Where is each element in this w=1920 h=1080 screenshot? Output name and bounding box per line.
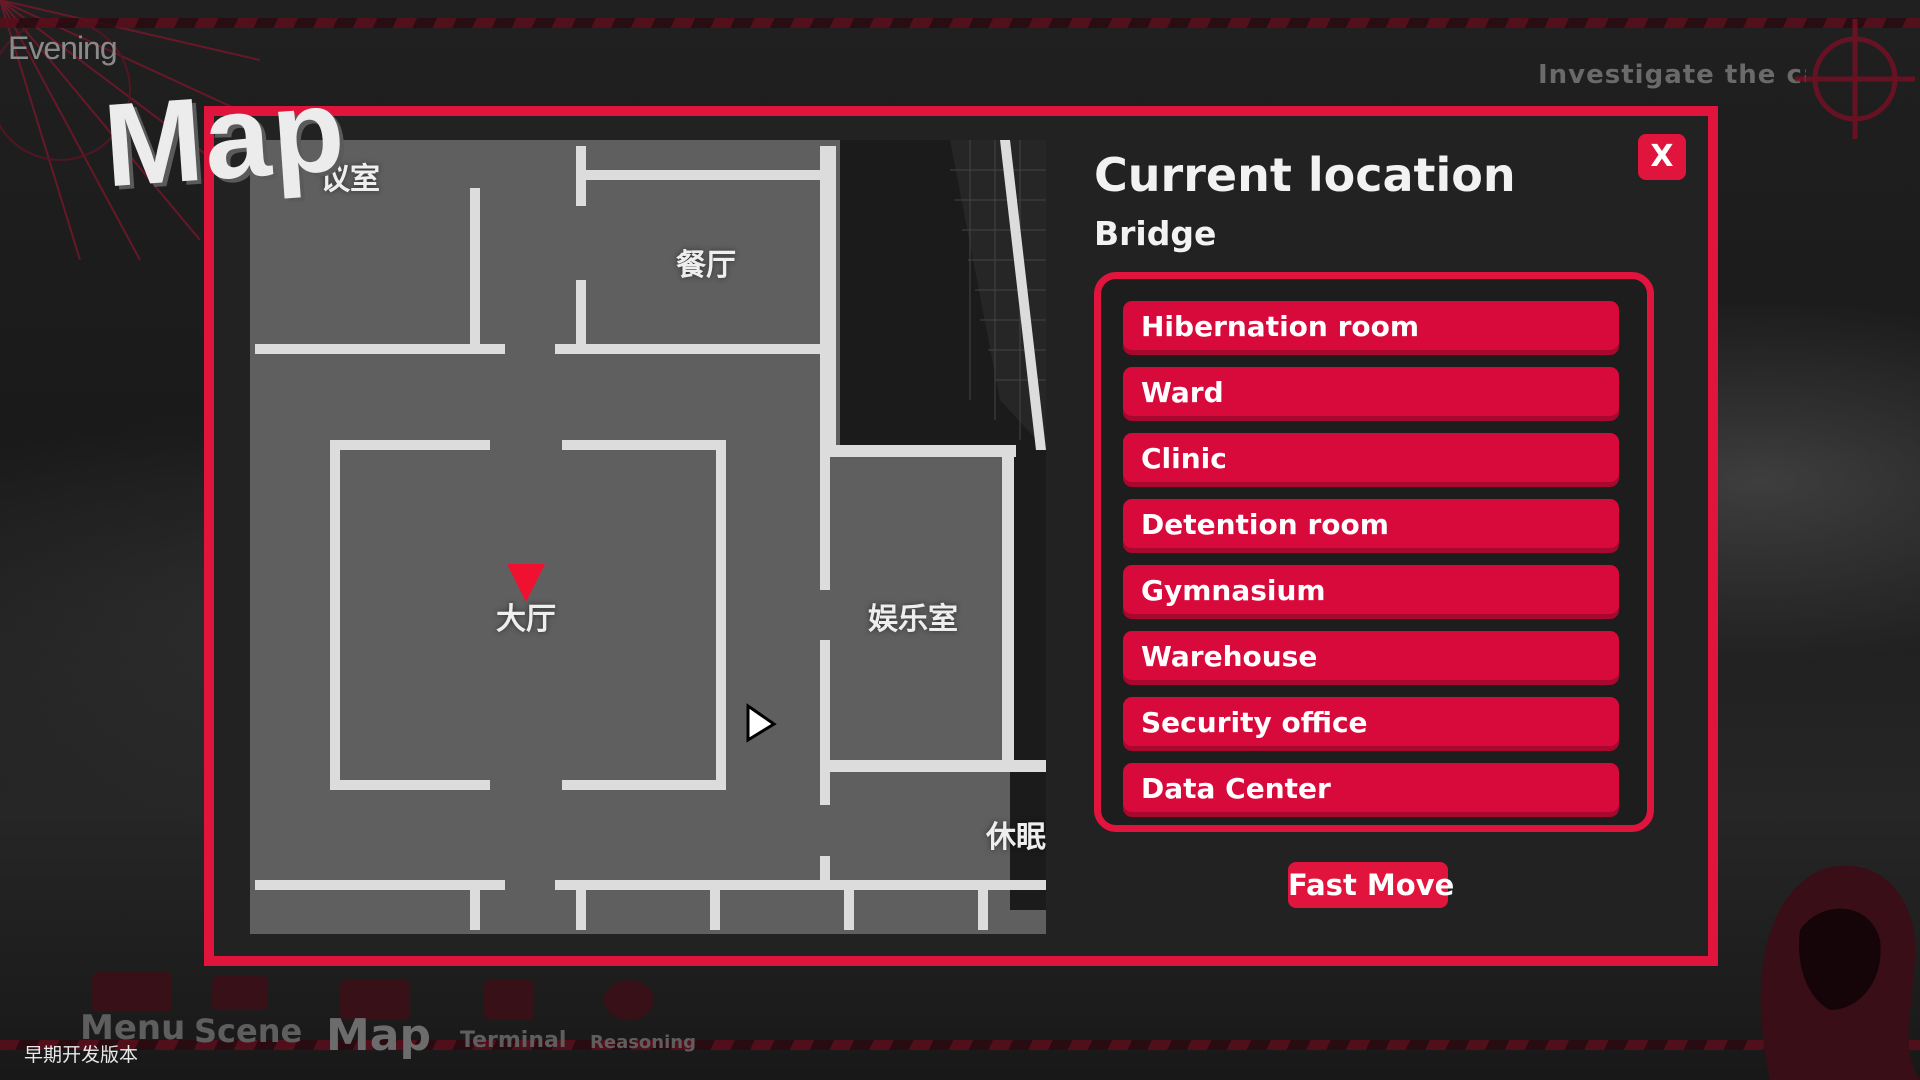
- destination-ward[interactable]: Ward: [1123, 367, 1619, 421]
- menu-button[interactable]: Menu: [80, 1008, 186, 1048]
- map-icon: [340, 980, 410, 1020]
- reasoning-icon: [604, 980, 654, 1020]
- destination-clinic[interactable]: Clinic: [1123, 433, 1619, 487]
- bottom-menu-bar: Menu Scene Map Terminal Reasoning: [0, 960, 760, 1080]
- early-access-version-note: 早期开发版本: [24, 1044, 139, 1066]
- player-location-marker-icon: [507, 564, 545, 602]
- room-label-main-hall: 大厅: [496, 602, 556, 637]
- destination-data-center[interactable]: Data Center: [1123, 763, 1619, 817]
- current-location-value: Bridge: [1094, 214, 1217, 253]
- reasoning-button[interactable]: Reasoning: [590, 1032, 696, 1053]
- destination-warehouse[interactable]: Warehouse: [1123, 631, 1619, 685]
- menu-icon: [92, 972, 172, 1012]
- fast-move-button[interactable]: Fast Move: [1288, 862, 1454, 908]
- current-location-heading: Current location: [1094, 148, 1516, 202]
- objective-text: Investigate the cas: [1538, 60, 1806, 90]
- destination-hibernation-room[interactable]: Hibernation room: [1123, 301, 1619, 355]
- destination-security-office[interactable]: Security office: [1123, 697, 1619, 751]
- floor-plan-map[interactable]: 议室 餐厅 大厅 娱乐室 休眠: [250, 140, 1046, 934]
- scene-icon: [212, 976, 268, 1010]
- map-button[interactable]: Map: [326, 1010, 431, 1061]
- destination-gymnasium[interactable]: Gymnasium: [1123, 565, 1619, 619]
- mouse-cursor-icon: [746, 703, 777, 743]
- floor-plan-walls: [250, 140, 1046, 934]
- scene-button[interactable]: Scene: [194, 1012, 303, 1050]
- character-portrait: [1760, 865, 1920, 1080]
- room-label-recreation: 娱乐室: [868, 602, 958, 637]
- map-window-title: Map: [99, 63, 351, 213]
- close-button[interactable]: X: [1638, 134, 1686, 180]
- terminal-button[interactable]: Terminal: [460, 1028, 567, 1053]
- destination-detention-room[interactable]: Detention room: [1123, 499, 1619, 553]
- destination-list[interactable]: Hibernation room Ward Clinic Detention r…: [1094, 272, 1654, 832]
- terminal-icon: [484, 980, 534, 1020]
- room-label-dining: 餐厅: [676, 248, 736, 283]
- room-label-meeting: 议室: [320, 162, 380, 197]
- room-label-rest: 休眠: [986, 820, 1046, 855]
- hazard-tape-bottom: [0, 1040, 1920, 1050]
- time-of-day-label: Evening: [8, 30, 118, 66]
- crosshair-icon: [1795, 19, 1915, 139]
- hazard-tape-top: [0, 18, 1920, 28]
